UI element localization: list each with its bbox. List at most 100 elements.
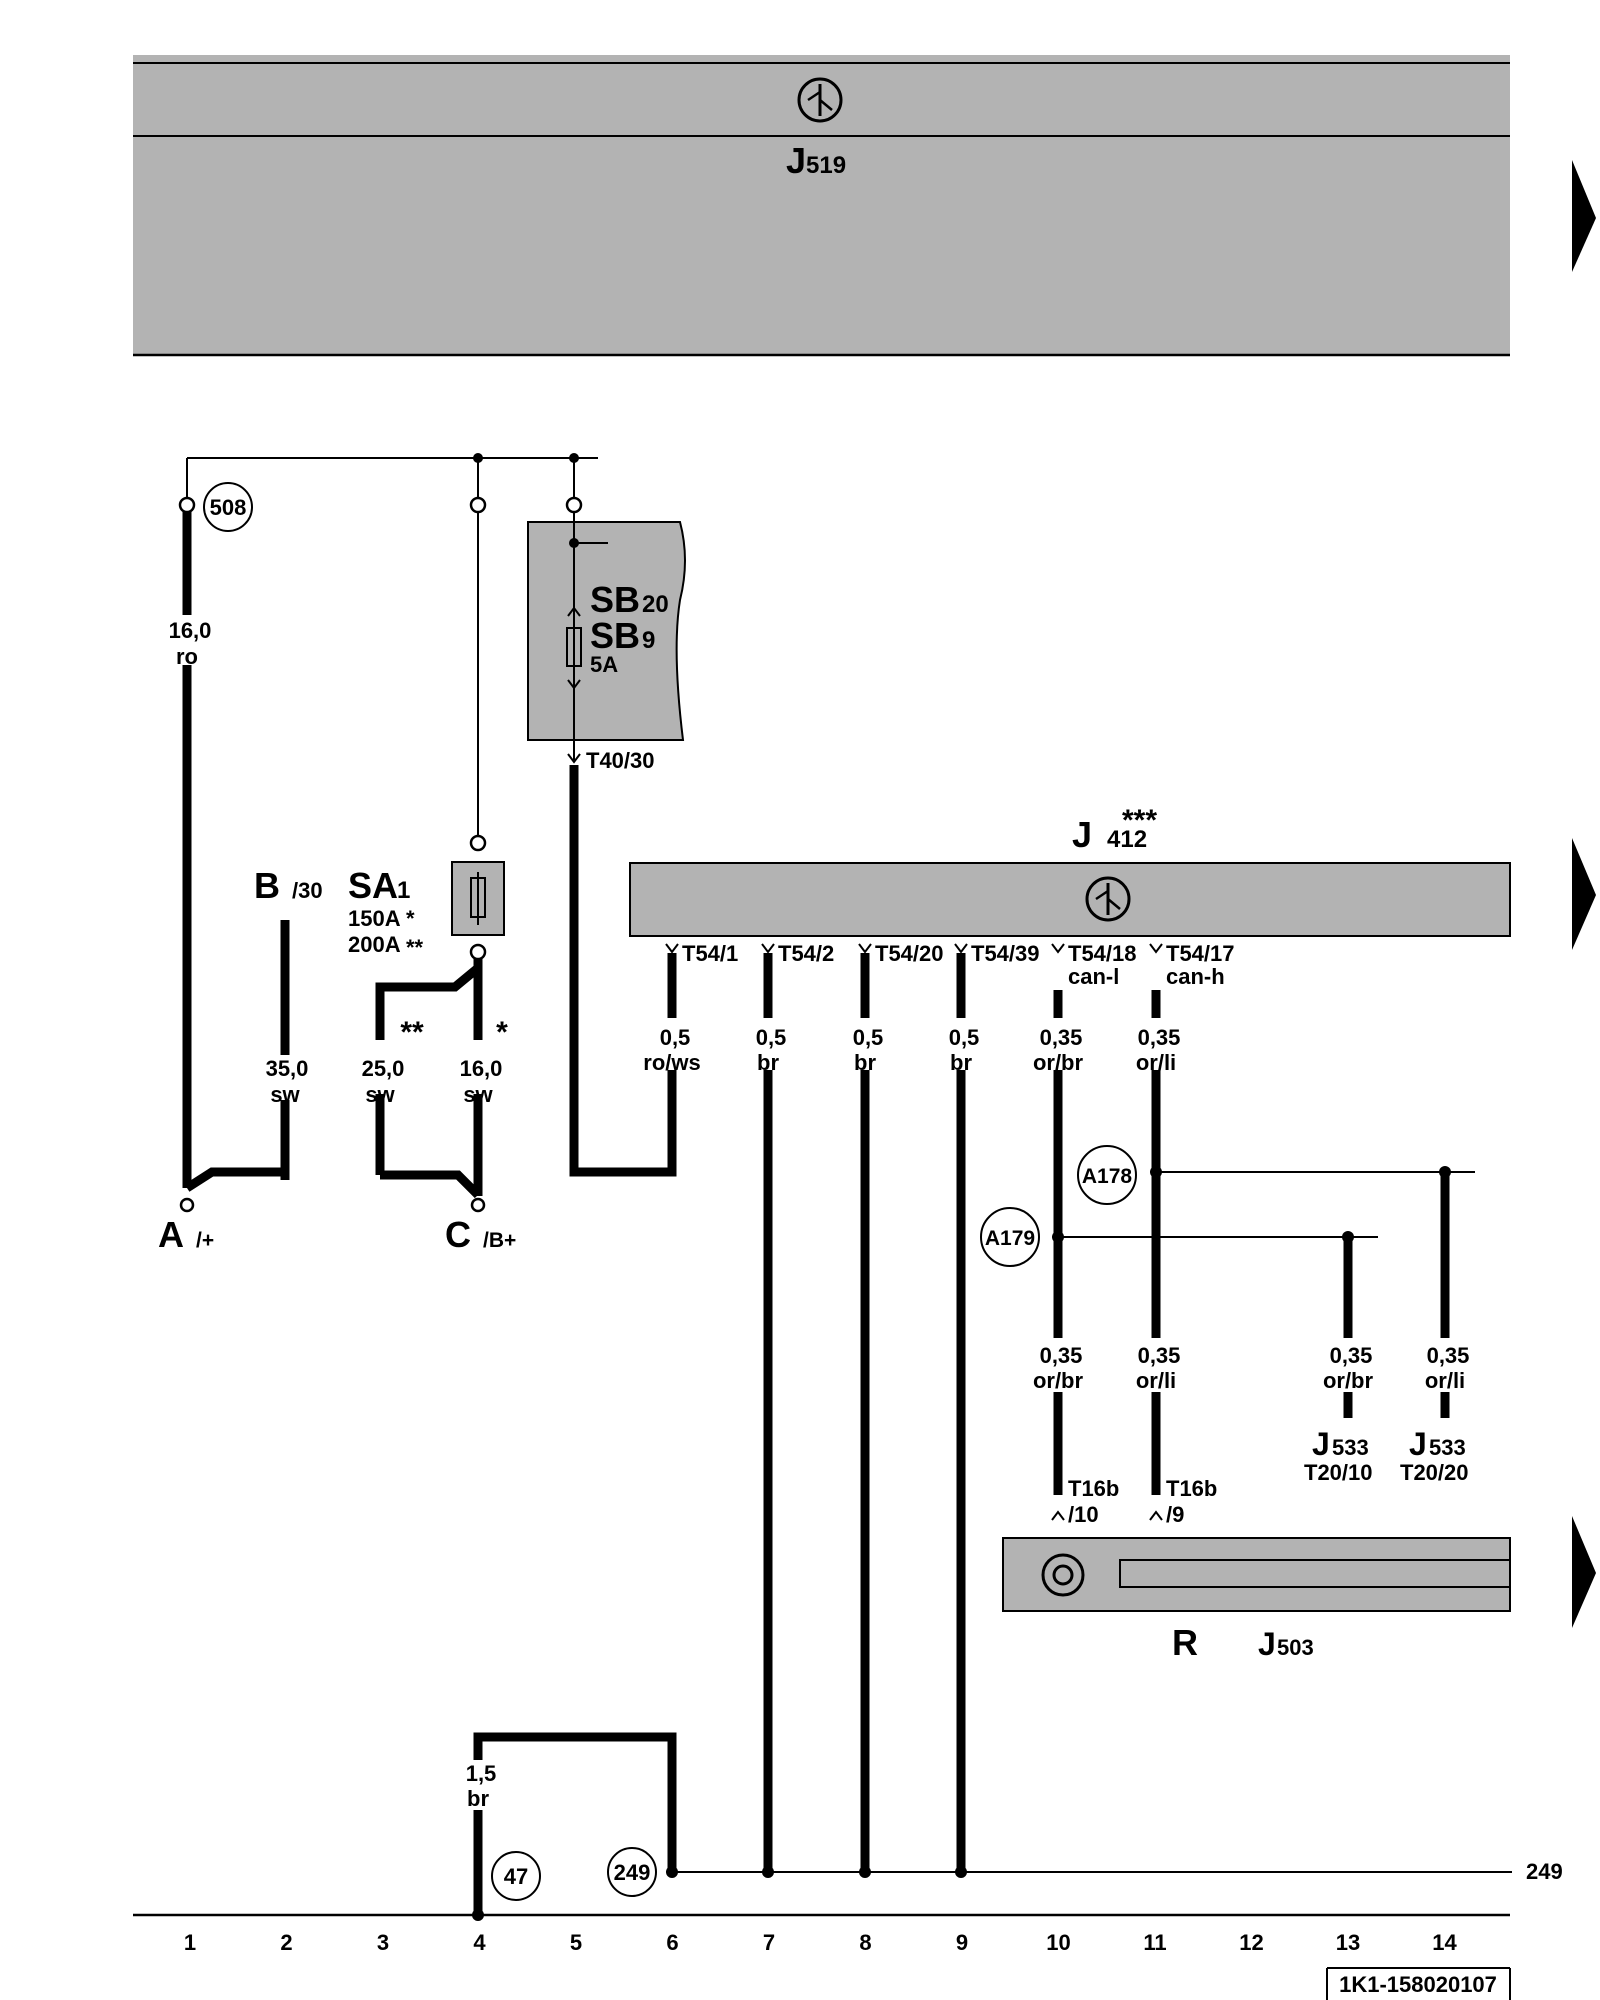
connector-pin-icon (178, 496, 196, 514)
svg-text:0,35: 0,35 (1330, 1343, 1373, 1368)
module-j519: J519 (133, 55, 1510, 357)
svg-text:T16b: T16b (1068, 1476, 1119, 1501)
svg-text:20: 20 (642, 591, 669, 618)
svg-text:T54/18: T54/18 (1068, 941, 1137, 966)
svg-text:503: 503 (1277, 1635, 1314, 1660)
svg-text:T16b: T16b (1166, 1476, 1217, 1501)
svg-text:sw: sw (365, 1082, 395, 1107)
connection-point-a178: A178 (1077, 1145, 1137, 1205)
continuation-arrow-icon (1572, 160, 1596, 272)
terminal-c: C /B+ (445, 1197, 516, 1255)
column-number: 14 (1432, 1930, 1457, 1955)
svg-text:150A: 150A (348, 906, 401, 931)
column-number: 4 (473, 1930, 486, 1955)
connection-point-249: 249 (607, 1847, 657, 1897)
wires-col7-9: 0,5 br 0,5 br 0,5 br (756, 953, 979, 1872)
svg-text:J: J (1409, 1426, 1427, 1462)
svg-text:or/br: or/br (1033, 1050, 1084, 1075)
svg-text:1K1-158020107: 1K1-158020107 (1339, 1972, 1497, 1997)
svg-text:sw: sw (270, 1082, 300, 1107)
svg-text:/30: /30 (292, 878, 323, 903)
module-j519-label: J519 (786, 140, 846, 181)
svg-text:16,0: 16,0 (169, 618, 212, 643)
svg-text:**: ** (406, 935, 424, 960)
wire-col2: 35,0 sw (266, 920, 308, 1178)
wire-col1: 16,0 ro (169, 512, 290, 1192)
svg-text:br: br (757, 1050, 779, 1075)
svg-text:C: C (445, 1214, 471, 1255)
ground-wires: 1,5 br 249 (462, 1732, 1563, 1921)
svg-text:ro: ro (176, 644, 198, 669)
svg-text:16,0: 16,0 (460, 1056, 503, 1081)
svg-text:25,0: 25,0 (362, 1056, 405, 1081)
svg-text:0,35: 0,35 (1040, 1025, 1083, 1050)
column-number: 1 (184, 1930, 196, 1955)
svg-text:T54/1: T54/1 (682, 941, 738, 966)
svg-text:ro/ws: ro/ws (643, 1050, 700, 1075)
svg-text:T54/17: T54/17 (1166, 941, 1235, 966)
svg-text:T54/20: T54/20 (875, 941, 944, 966)
fuse-box-sb: SB 20 SB 9 5A T40/30 (527, 512, 686, 773)
svg-text:br: br (854, 1050, 876, 1075)
wire-col3-col4: ** * 25,0 sw 16,0 sw (362, 959, 508, 1199)
svg-text:249: 249 (1526, 1859, 1563, 1884)
control-unit-icon (797, 77, 843, 123)
svg-text:533: 533 (1332, 1435, 1369, 1460)
svg-text:9: 9 (642, 627, 655, 654)
svg-text:**: ** (400, 1016, 424, 1049)
terminal-a: A /+ (158, 1197, 214, 1255)
connector-pin-icon (565, 496, 583, 514)
svg-text:1,5: 1,5 (466, 1761, 497, 1786)
svg-text:/10: /10 (1068, 1502, 1099, 1527)
svg-text:R: R (1172, 1622, 1198, 1663)
column-number: 11 (1143, 1930, 1166, 1955)
column-number: 6 (666, 1930, 678, 1955)
column-number: 2 (280, 1930, 292, 1955)
svg-text:0,35: 0,35 (1427, 1343, 1470, 1368)
j503-pins: T16b /10 T16b /9 (1051, 1476, 1217, 1527)
wires-can: 0,35 or/br 0,35 or/br 0,35 or/li 0,35 or… (1033, 990, 1475, 1495)
svg-text:/B+: /B+ (483, 1229, 516, 1252)
fuse-box-body (527, 521, 686, 741)
connection-point-47: 47 (491, 1851, 541, 1901)
svg-text:5A: 5A (590, 652, 618, 677)
svg-text:1: 1 (397, 877, 410, 904)
svg-text:T54/39: T54/39 (971, 941, 1040, 966)
svg-text:A179: A179 (985, 1227, 1035, 1250)
svg-text:br: br (467, 1786, 489, 1811)
radio-display-icon (1119, 1559, 1511, 1588)
fuse-icon (566, 627, 582, 667)
module-j412: J 412 *** (629, 804, 1511, 937)
terminal-b: B /30 (254, 865, 323, 906)
column-number: 13 (1336, 1930, 1360, 1955)
svg-text:0,35: 0,35 (1040, 1343, 1083, 1368)
svg-text:/+: /+ (196, 1229, 214, 1252)
wire-col5-col6: 0,5 ro/ws (569, 765, 701, 1177)
column-number: 9 (956, 1930, 968, 1955)
svg-text:SB: SB (590, 615, 640, 656)
top-bus (178, 453, 598, 514)
continuation-arrow-icon (1572, 838, 1596, 950)
svg-text:508: 508 (210, 495, 247, 520)
svg-text:533: 533 (1429, 1435, 1466, 1460)
module-j412-body (629, 862, 1511, 937)
svg-text:SA: SA (348, 865, 398, 906)
svg-text:or/li: or/li (1136, 1368, 1176, 1393)
svg-text:or/li: or/li (1136, 1050, 1176, 1075)
svg-text:can-l: can-l (1068, 964, 1119, 989)
svg-text:A: A (158, 1214, 184, 1255)
svg-text:A178: A178 (1082, 1165, 1133, 1188)
svg-text:***: *** (1122, 804, 1157, 837)
column-number: 7 (763, 1930, 775, 1955)
svg-text:br: br (950, 1050, 972, 1075)
column-number: 10 (1046, 1930, 1070, 1955)
fuse-sa1: SA 1 150A * 200A ** (348, 512, 505, 961)
svg-text:SB: SB (590, 579, 640, 620)
svg-text:B: B (254, 865, 280, 906)
connection-point-a179: A179 (980, 1207, 1040, 1267)
svg-text:or/br: or/br (1033, 1368, 1084, 1393)
svg-text:T40/30: T40/30 (586, 748, 655, 773)
module-j533-a: J 533 T20/10 (1304, 1426, 1373, 1485)
